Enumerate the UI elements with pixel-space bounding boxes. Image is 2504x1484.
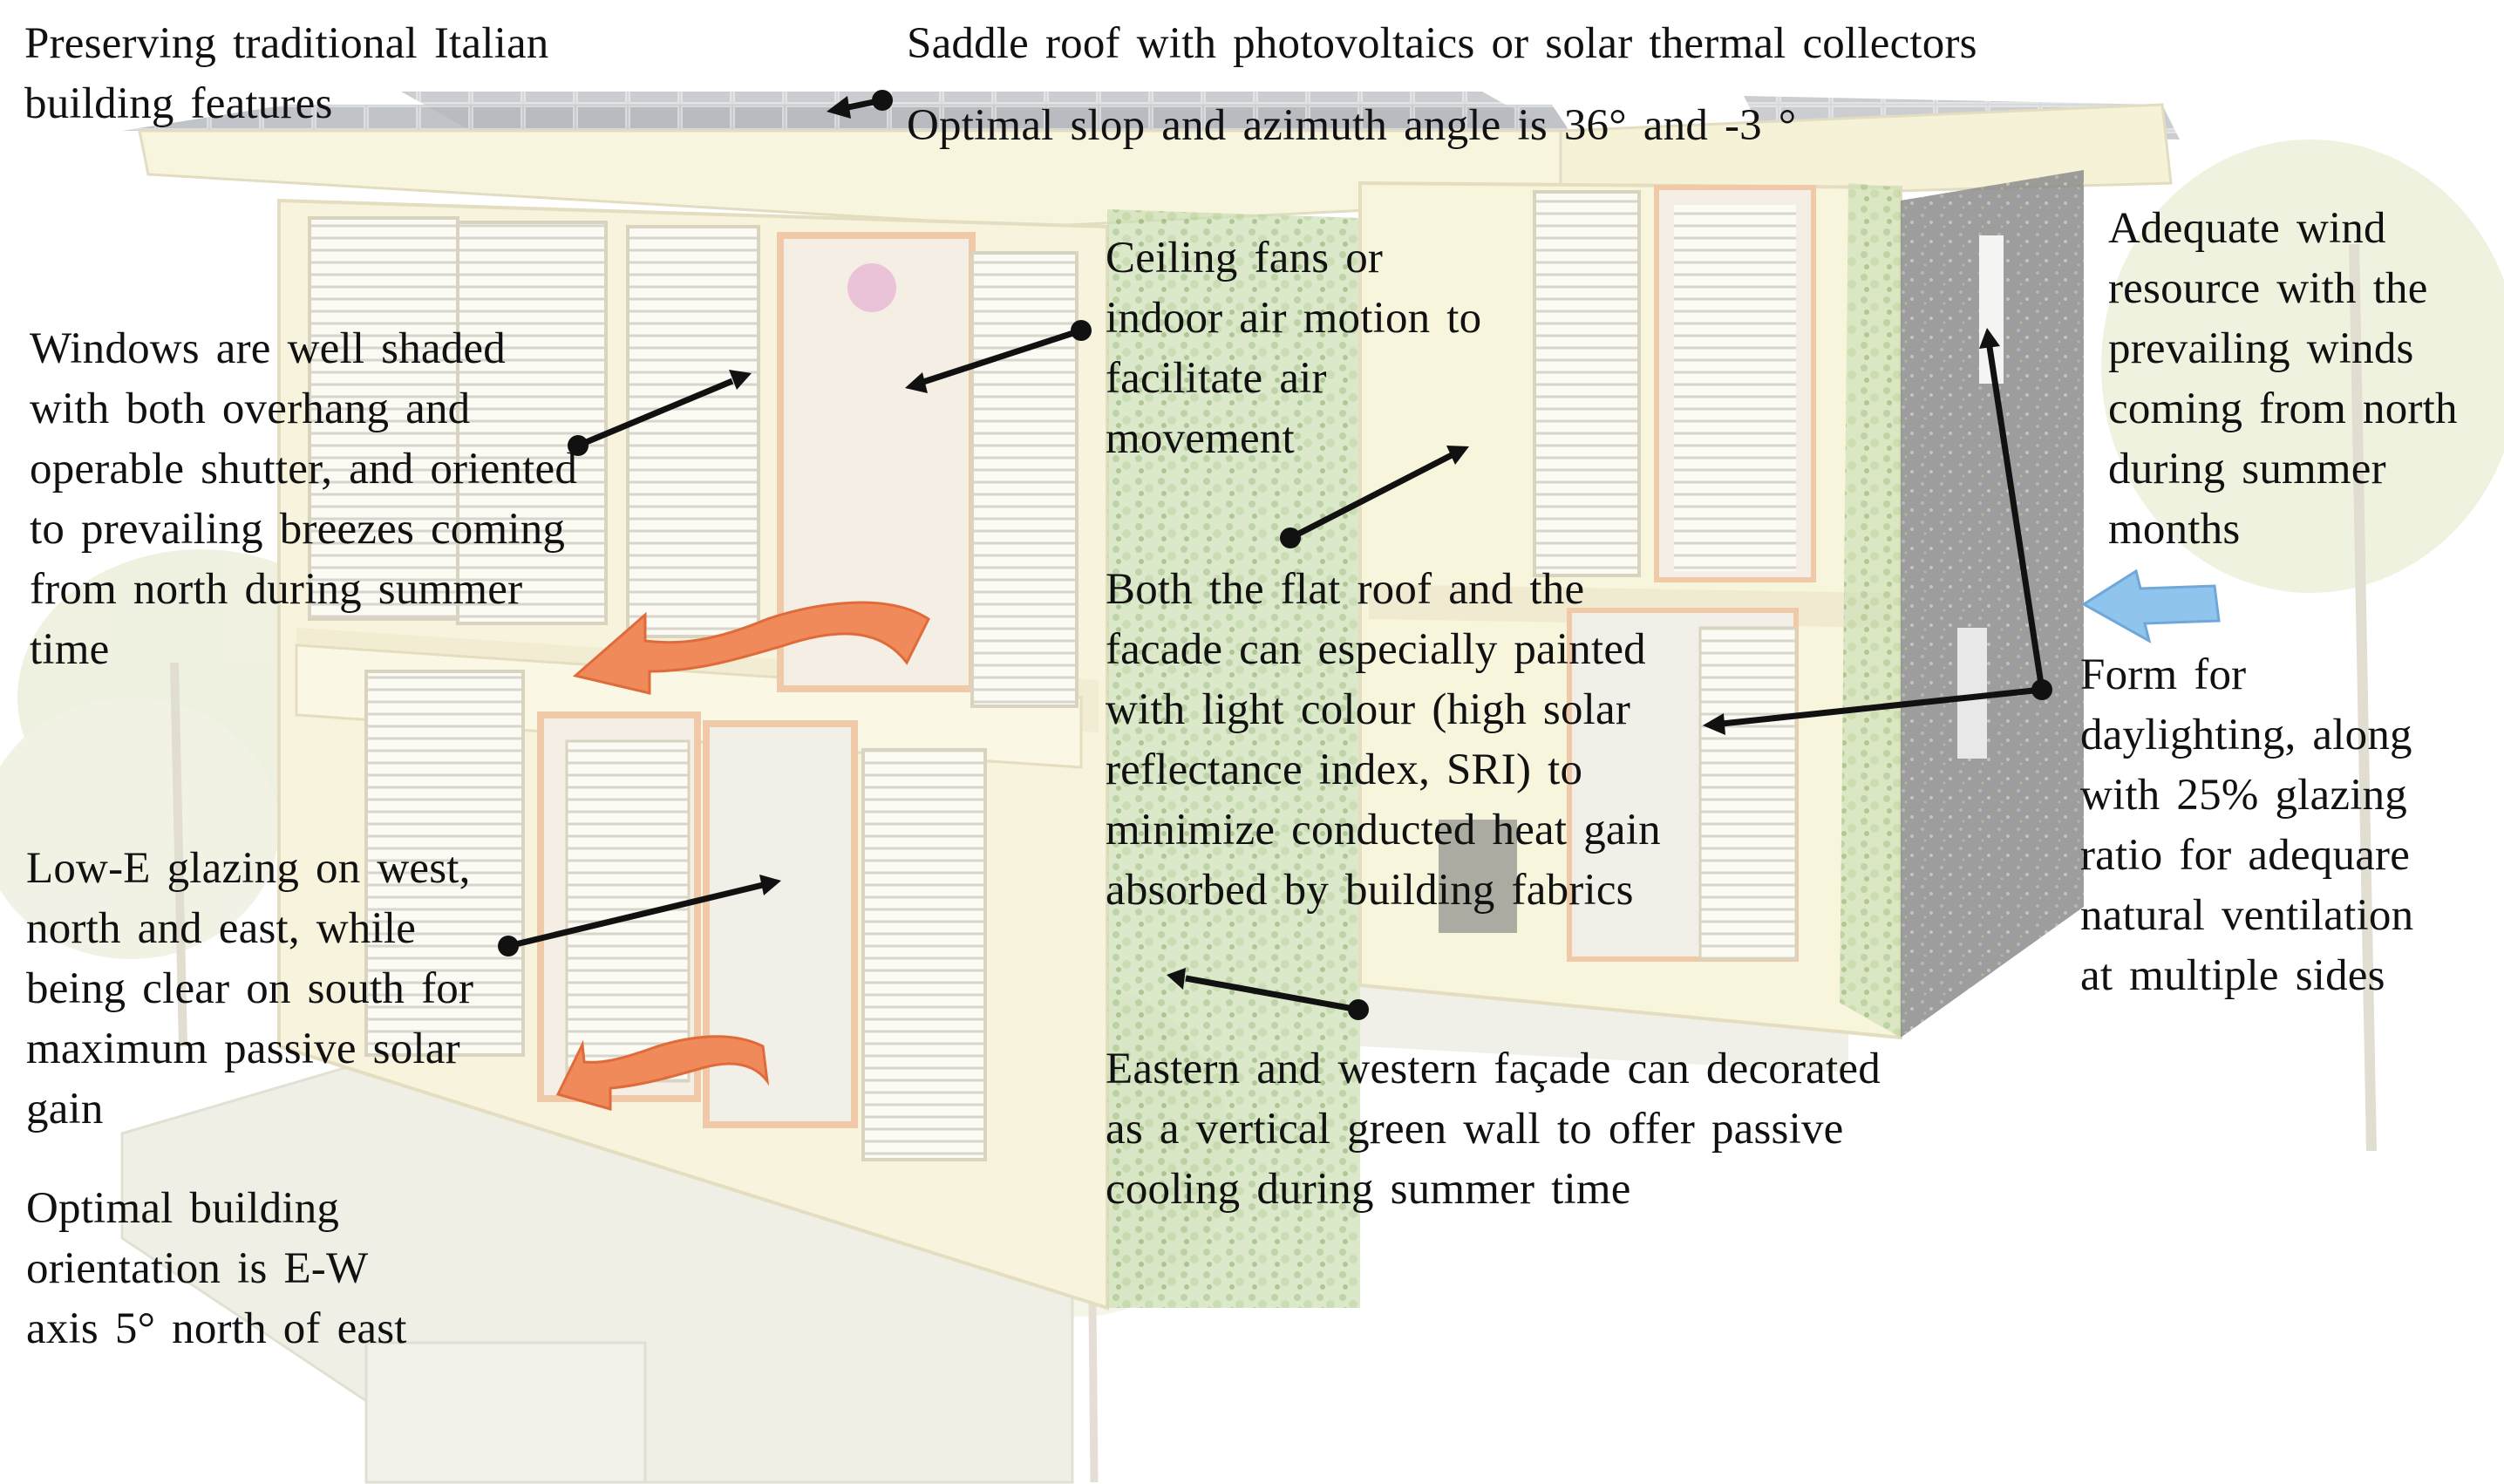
pointer-daylighting-door [1703, 686, 2043, 735]
pointer-flat-roof [1280, 446, 1469, 548]
pointer-roof [827, 90, 893, 119]
vertical-green-wall [1107, 209, 1360, 1308]
airflow-arrow-upper [572, 601, 930, 695]
label-ceiling-fans: Ceiling fans or indoor air motion to fac… [1106, 234, 1482, 463]
label-italian-features: Preserving traditional Italian building … [24, 19, 549, 128]
wind-arrow-blue [2081, 568, 2221, 644]
background-tree-right [2101, 140, 2504, 1152]
upper-window-left [308, 216, 608, 625]
pointer-green-wall [1167, 968, 1369, 1020]
label-saddle-roof: Saddle roof with photovoltaics or solar … [907, 19, 1977, 68]
label-flat-roof-facade: Both the flat roof and the facade can es… [1106, 565, 1661, 915]
label-windows-shaded: Windows are well shaded with both overha… [30, 324, 578, 674]
pointer-arrows [498, 90, 2052, 1020]
label-low-e-glazing: Low-E glazing on west, north and east, w… [26, 844, 474, 1133]
side-facade-green [1840, 170, 2084, 1038]
label-orientation: Optimal building orientation is E-W axis… [26, 1184, 407, 1353]
lower-doors [364, 670, 987, 1161]
pointer-windows [568, 370, 752, 456]
pointer-ceiling-fans [905, 320, 1092, 393]
right-wing-facade [1358, 180, 1902, 1040]
roof [122, 92, 2180, 228]
airflow-arrow-lower [555, 1035, 770, 1111]
label-daylighting: Form for daylighting, along with 25% gla… [2080, 650, 2414, 1000]
label-green-wall: Eastern and western façade can decorated… [1106, 1045, 1881, 1214]
pointer-low-e-glazing [498, 875, 781, 956]
label-optimal-slope: Optimal slop and azimuth angle is 36° an… [907, 101, 1797, 150]
label-wind-resource: Adequate wind resource with the prevaili… [2108, 204, 2458, 554]
